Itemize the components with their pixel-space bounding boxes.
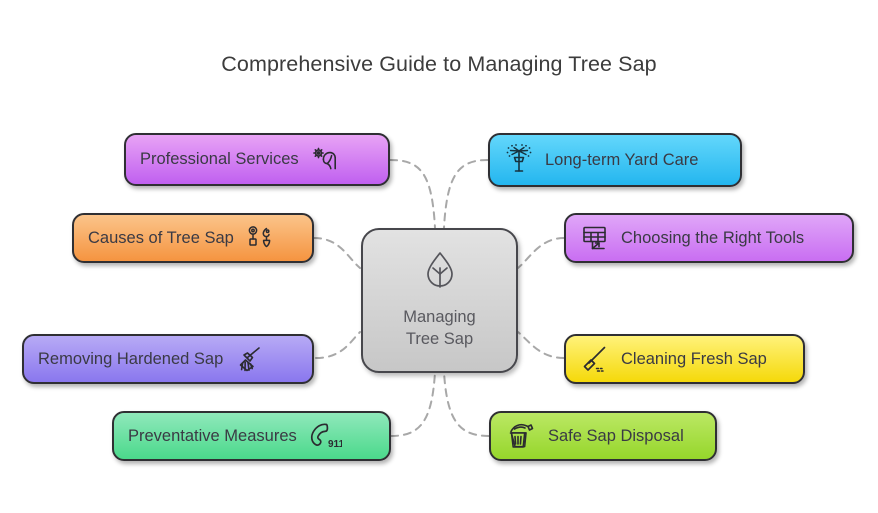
node-label-long-term-yard-care: Long-term Yard Care (545, 150, 699, 169)
connector-cleaning-fresh-sap (517, 331, 565, 359)
table-chart-icon (580, 223, 610, 253)
node-label-cleaning-fresh-sap: Cleaning Fresh Sap (621, 349, 767, 368)
node-choosing-the-right-tools[interactable]: Choosing the Right Tools (564, 213, 854, 263)
center-node-line-1: Managing (403, 308, 476, 327)
node-label-preventative-measures: Preventative Measures (128, 426, 297, 445)
node-removing-hardened-sap[interactable]: Removing Hardened Sap (22, 334, 314, 384)
node-label-choosing-the-right-tools: Choosing the Right Tools (621, 228, 805, 247)
connector-choosing-the-right-tools (517, 237, 565, 269)
connector-safe-sap-disposal (443, 371, 490, 437)
leaf-icon (423, 250, 457, 295)
node-causes-of-tree-sap[interactable]: Causes of Tree Sap (72, 213, 314, 263)
node-label-causes-of-tree-sap: Causes of Tree Sap (88, 228, 234, 247)
node-professional-services[interactable]: Professional Services (124, 133, 390, 186)
node-safe-sap-disposal[interactable]: Safe Sap Disposal (489, 411, 717, 461)
connector-professional-services (389, 159, 436, 229)
plants-icon (245, 224, 275, 252)
node-label-professional-services: Professional Services (140, 150, 299, 169)
gear-hand-icon (310, 145, 340, 175)
page-title: Comprehensive Guide to Managing Tree Sap (221, 52, 657, 76)
sprinkler-icon (504, 144, 534, 176)
connector-long-term-yard-care (443, 159, 489, 229)
node-label-safe-sap-disposal: Safe Sap Disposal (548, 426, 684, 445)
trash-hand-icon (505, 420, 537, 452)
center-node-managing-tree-sap[interactable]: Managing Tree Sap (361, 228, 518, 373)
node-label-removing-hardened-sap: Removing Hardened Sap (38, 349, 224, 368)
center-node-line-2: Tree Sap (405, 330, 474, 348)
mop-icon (580, 344, 610, 374)
broom-icon (234, 345, 264, 373)
node-cleaning-fresh-sap[interactable]: Cleaning Fresh Sap (564, 334, 805, 384)
svg-text:911: 911 (328, 439, 342, 450)
connector-removing-hardened-sap (315, 331, 361, 359)
node-preventative-measures[interactable]: Preventative Measures 911 (112, 411, 391, 461)
connector-causes-of-tree-sap (313, 237, 361, 269)
phone-911-icon: 911 (308, 421, 342, 451)
connector-preventative-measures (390, 371, 436, 437)
node-long-term-yard-care[interactable]: Long-term Yard Care (488, 133, 742, 187)
